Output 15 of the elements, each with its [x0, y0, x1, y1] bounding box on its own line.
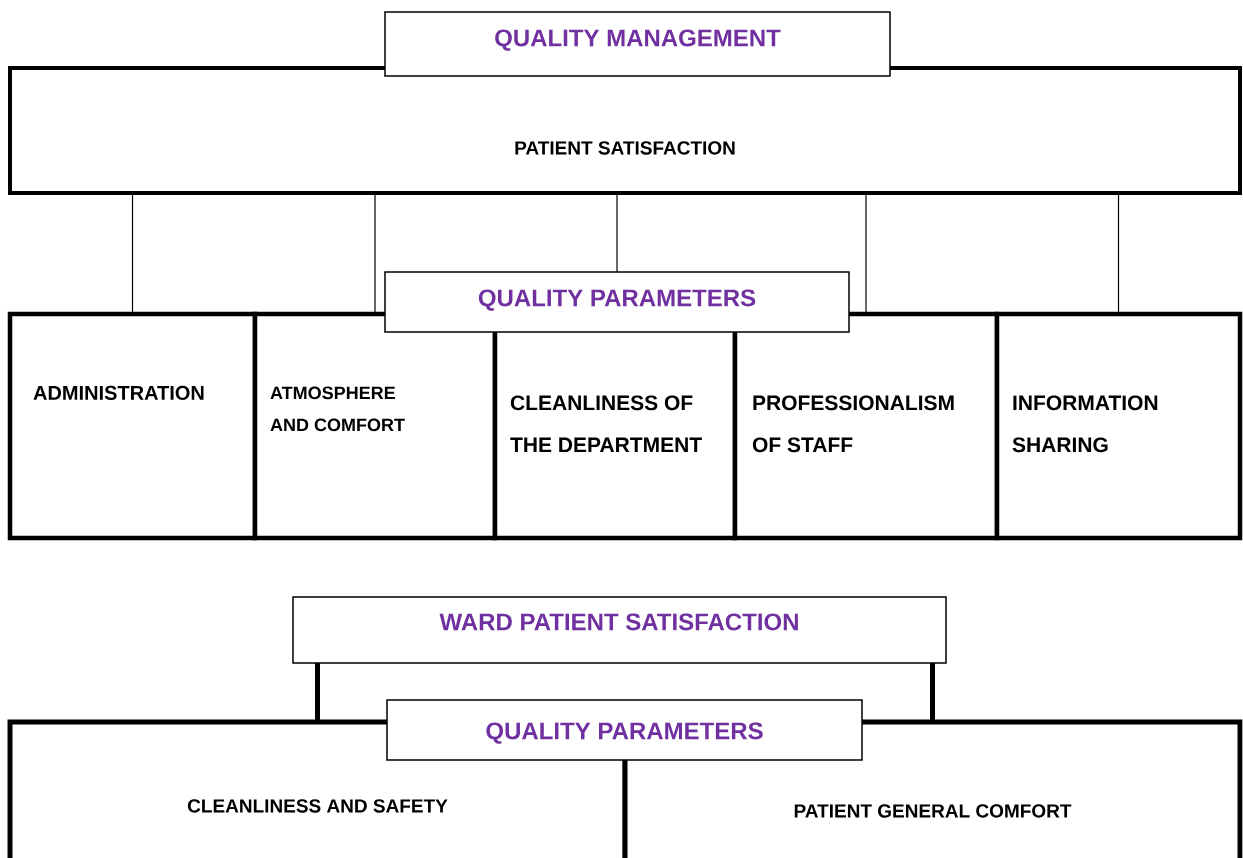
category-box: CLEANLINESS OF THE DEPARTMENT [492, 311, 738, 541]
connector-line [616, 192, 618, 273]
heading-box: WARD PATIENT SATISFACTION [292, 596, 947, 664]
heading-box: QUALITY PARAMETERS [384, 271, 850, 333]
connector-line [930, 663, 935, 722]
connector-line [865, 192, 867, 315]
heading-box: QUALITY MANAGEMENT [384, 11, 891, 77]
connector-line [131, 192, 134, 315]
connector-line [1117, 192, 1120, 315]
category-box: ADMINISTRATION [7, 311, 258, 541]
category-box: ATMOSPHERE AND COMFORT [252, 311, 498, 541]
category-box: INFORMATION SHARING [994, 311, 1243, 541]
connector-line [315, 663, 320, 722]
connector-line [374, 192, 376, 315]
heading-box: QUALITY PARAMETERS [386, 699, 863, 761]
